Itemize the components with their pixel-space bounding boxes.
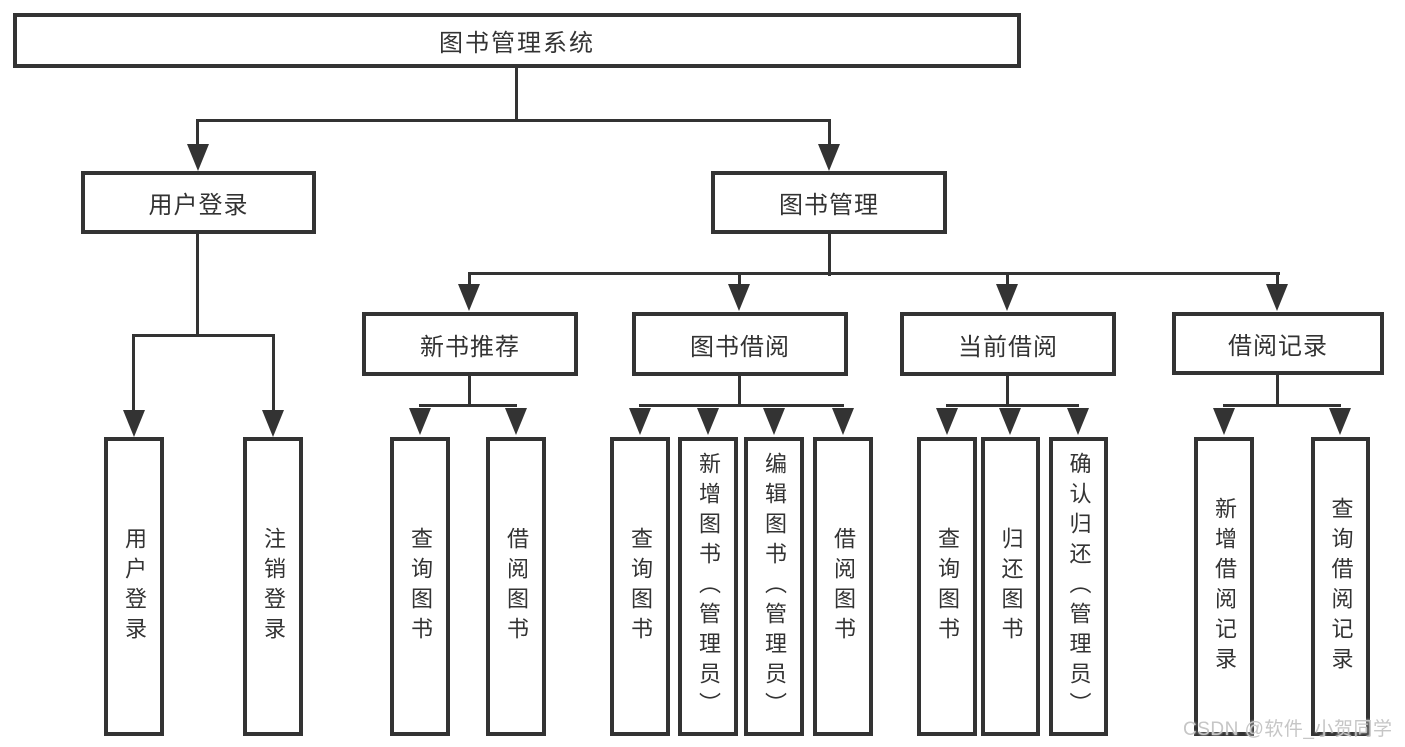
connector-line <box>1006 374 1009 407</box>
node-leaf-query-books-2: 查询图书 <box>610 437 670 736</box>
arrow-down-icon <box>409 408 431 435</box>
arrow-down-icon <box>763 408 785 435</box>
connector-line <box>468 272 471 286</box>
connector-line <box>272 334 275 412</box>
node-leaf-edit-books-admin: 编辑图书（管理员） <box>744 437 804 736</box>
node-leaf-confirm-return-admin: 确认归还（管理员） <box>1049 437 1108 736</box>
arrow-down-icon <box>1213 408 1235 435</box>
connector-line <box>738 272 741 286</box>
connector-line <box>1276 272 1279 286</box>
connector-line <box>196 119 199 147</box>
connector-line <box>828 232 831 276</box>
arrow-down-icon <box>505 408 527 435</box>
connector-line <box>946 404 1079 407</box>
arrow-down-icon <box>1266 284 1288 311</box>
node-leaf-return-books: 归还图书 <box>981 437 1040 736</box>
connector-line <box>132 334 275 337</box>
node-leaf-query-borrow-record: 查询借阅记录 <box>1311 437 1370 736</box>
node-leaf-query-books-1: 查询图书 <box>390 437 450 736</box>
arrow-down-icon <box>629 408 651 435</box>
connector-line <box>468 374 471 407</box>
connector-line <box>738 374 741 407</box>
arrow-down-icon <box>1329 408 1351 435</box>
arrow-down-icon <box>996 284 1018 311</box>
connector-line <box>196 119 831 122</box>
connector-line <box>1223 404 1341 407</box>
node-leaf-borrow-books-1: 借阅图书 <box>486 437 546 736</box>
node-book-management: 图书管理 <box>711 171 947 234</box>
arrow-down-icon <box>262 410 284 437</box>
connector-line <box>1276 374 1279 407</box>
connector-line <box>132 334 135 412</box>
connector-line <box>1006 272 1009 286</box>
node-leaf-add-borrow-record: 新增借阅记录 <box>1194 437 1254 736</box>
node-book-borrowing: 图书借阅 <box>632 312 848 376</box>
arrow-down-icon <box>832 408 854 435</box>
arrow-down-icon <box>458 284 480 311</box>
arrow-down-icon <box>728 284 750 311</box>
node-leaf-add-books-admin: 新增图书（管理员） <box>678 437 738 736</box>
connector-line <box>468 272 1280 275</box>
arrow-down-icon <box>936 408 958 435</box>
csdn-watermark: CSDN @软件_小贺同学 <box>1183 719 1393 740</box>
node-user-login: 用户登录 <box>81 171 316 234</box>
connector-line <box>515 66 518 122</box>
connector-line <box>828 119 831 147</box>
node-leaf-borrow-books-2: 借阅图书 <box>813 437 873 736</box>
connector-line <box>419 404 517 407</box>
node-library-system: 图书管理系统 <box>13 13 1021 68</box>
node-current-borrowing: 当前借阅 <box>900 312 1116 376</box>
arrow-down-icon <box>697 408 719 435</box>
connector-line <box>196 232 199 336</box>
node-leaf-query-books-3: 查询图书 <box>917 437 977 736</box>
node-leaf-user-login: 用户登录 <box>104 437 164 736</box>
arrow-down-icon <box>818 144 840 171</box>
arrow-down-icon <box>123 410 145 437</box>
arrow-down-icon <box>187 144 209 171</box>
arrow-down-icon <box>1067 408 1089 435</box>
node-new-book-recommend: 新书推荐 <box>362 312 578 376</box>
node-leaf-logout: 注销登录 <box>243 437 303 736</box>
connector-line <box>639 404 844 407</box>
arrow-down-icon <box>999 408 1021 435</box>
node-borrow-records: 借阅记录 <box>1172 312 1384 375</box>
